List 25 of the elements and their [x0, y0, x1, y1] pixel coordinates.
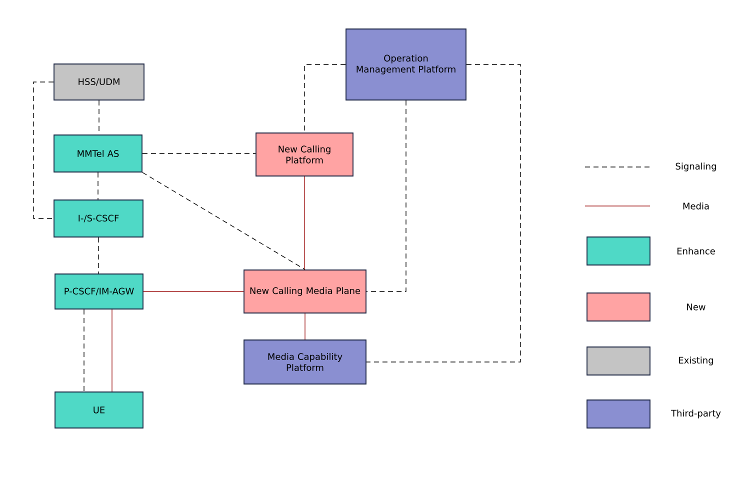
connector	[304, 64, 346, 133]
connector	[366, 64, 521, 362]
legend-label: New	[687, 304, 706, 310]
connector	[304, 176, 305, 270]
connector	[98, 237, 99, 274]
connector	[143, 291, 244, 292]
process-box: I-/S-CSCF	[54, 200, 144, 238]
connector	[33, 82, 54, 219]
legend-label: Third-party	[670, 410, 721, 418]
process-box: P-CSCF/IM-AGW	[54, 274, 144, 310]
process-box: HSS/UDM	[54, 64, 144, 100]
connector	[142, 153, 256, 154]
legend-label: Signaling	[676, 162, 716, 172]
legend-label: Existing	[679, 356, 713, 366]
process-box: Operation Management Platform	[346, 28, 466, 100]
process-box: UE	[54, 392, 144, 428]
process-box: New Calling Platform	[256, 132, 354, 176]
legend-label: Enhance	[677, 248, 715, 254]
process-box: MMTel AS	[54, 134, 142, 172]
legend-label: Media	[683, 202, 709, 210]
connector	[366, 100, 406, 292]
connector	[304, 313, 306, 340]
process-box: Media Capability Platform	[244, 340, 366, 384]
connector	[142, 172, 306, 270]
process-box: New Calling Media Plane	[244, 270, 366, 314]
